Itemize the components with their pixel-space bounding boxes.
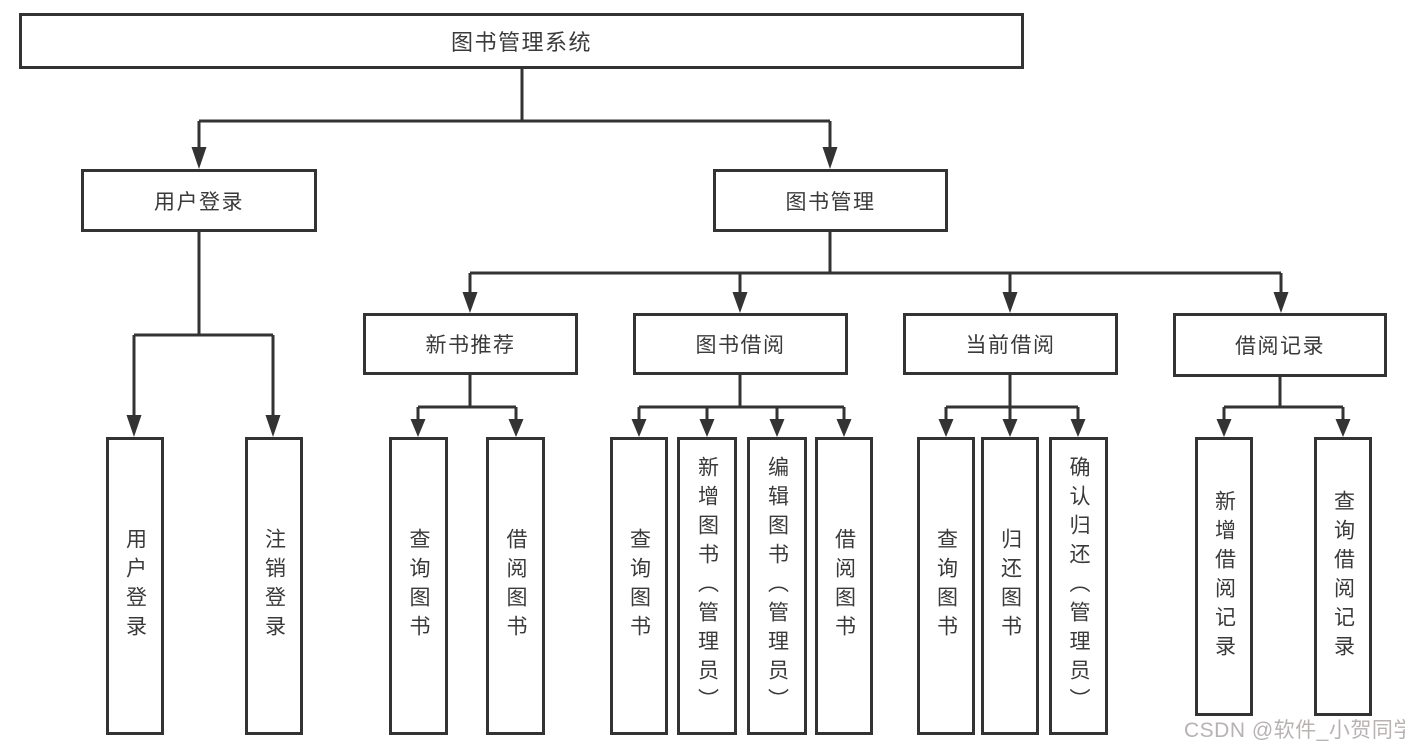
connector-current-borrow (944, 375, 1080, 420)
node-borrow-record: 借阅记录 (1173, 313, 1387, 377)
leaf-confirm-return-admin: 确认归还（管理员） (1049, 437, 1108, 735)
leaf-query-book-borrow: 查询图书 (610, 437, 668, 735)
leaf-query-book-current: 查询图书 (917, 437, 975, 735)
arrowheads-book-borrow (631, 419, 852, 437)
csdn-watermark: CSDN @软件_小贺同学 (1184, 719, 1405, 742)
node-current-borrow: 当前借阅 (903, 313, 1118, 375)
leaf-add-book-admin: 新增图书（管理员） (677, 437, 737, 735)
node-book-management: 图书管理 (713, 169, 948, 232)
node-root-library-management-system: 图书管理系统 (19, 13, 1024, 69)
leaf-query-book-recommend: 查询图书 (389, 437, 448, 735)
arrowheads-level2 (191, 147, 838, 169)
arrowheads-level3 (462, 292, 1289, 313)
node-new-book-recommend: 新书推荐 (363, 313, 578, 375)
node-user-login: 用户登录 (81, 169, 317, 232)
arrowheads-new-book-recommend (410, 419, 524, 437)
connector-book-management-to-level3 (468, 232, 1283, 293)
leaf-return-book: 归还图书 (981, 437, 1039, 735)
connector-user-login-to-leaves (132, 232, 275, 416)
connector-root-to-level2 (197, 69, 832, 148)
leaf-add-borrow-record: 新增借阅记录 (1195, 437, 1253, 716)
connector-new-book-recommend (416, 375, 518, 420)
connector-book-borrow (637, 375, 846, 420)
node-book-borrow: 图书借阅 (633, 313, 848, 375)
leaf-query-borrow-record: 查询借阅记录 (1314, 437, 1372, 716)
leaf-borrow-book: 借阅图书 (815, 437, 873, 735)
leaf-logout: 注销登录 (245, 437, 303, 735)
arrowheads-current-borrow (938, 419, 1086, 437)
arrowheads-user-login-leaves (126, 415, 281, 437)
leaf-borrow-book-recommend: 借阅图书 (486, 437, 545, 735)
leaf-edit-book-admin: 编辑图书（管理员） (747, 437, 807, 735)
arrowheads-borrow-record (1216, 419, 1351, 437)
leaf-user-login: 用户登录 (106, 437, 164, 735)
connector-borrow-record (1222, 377, 1345, 420)
